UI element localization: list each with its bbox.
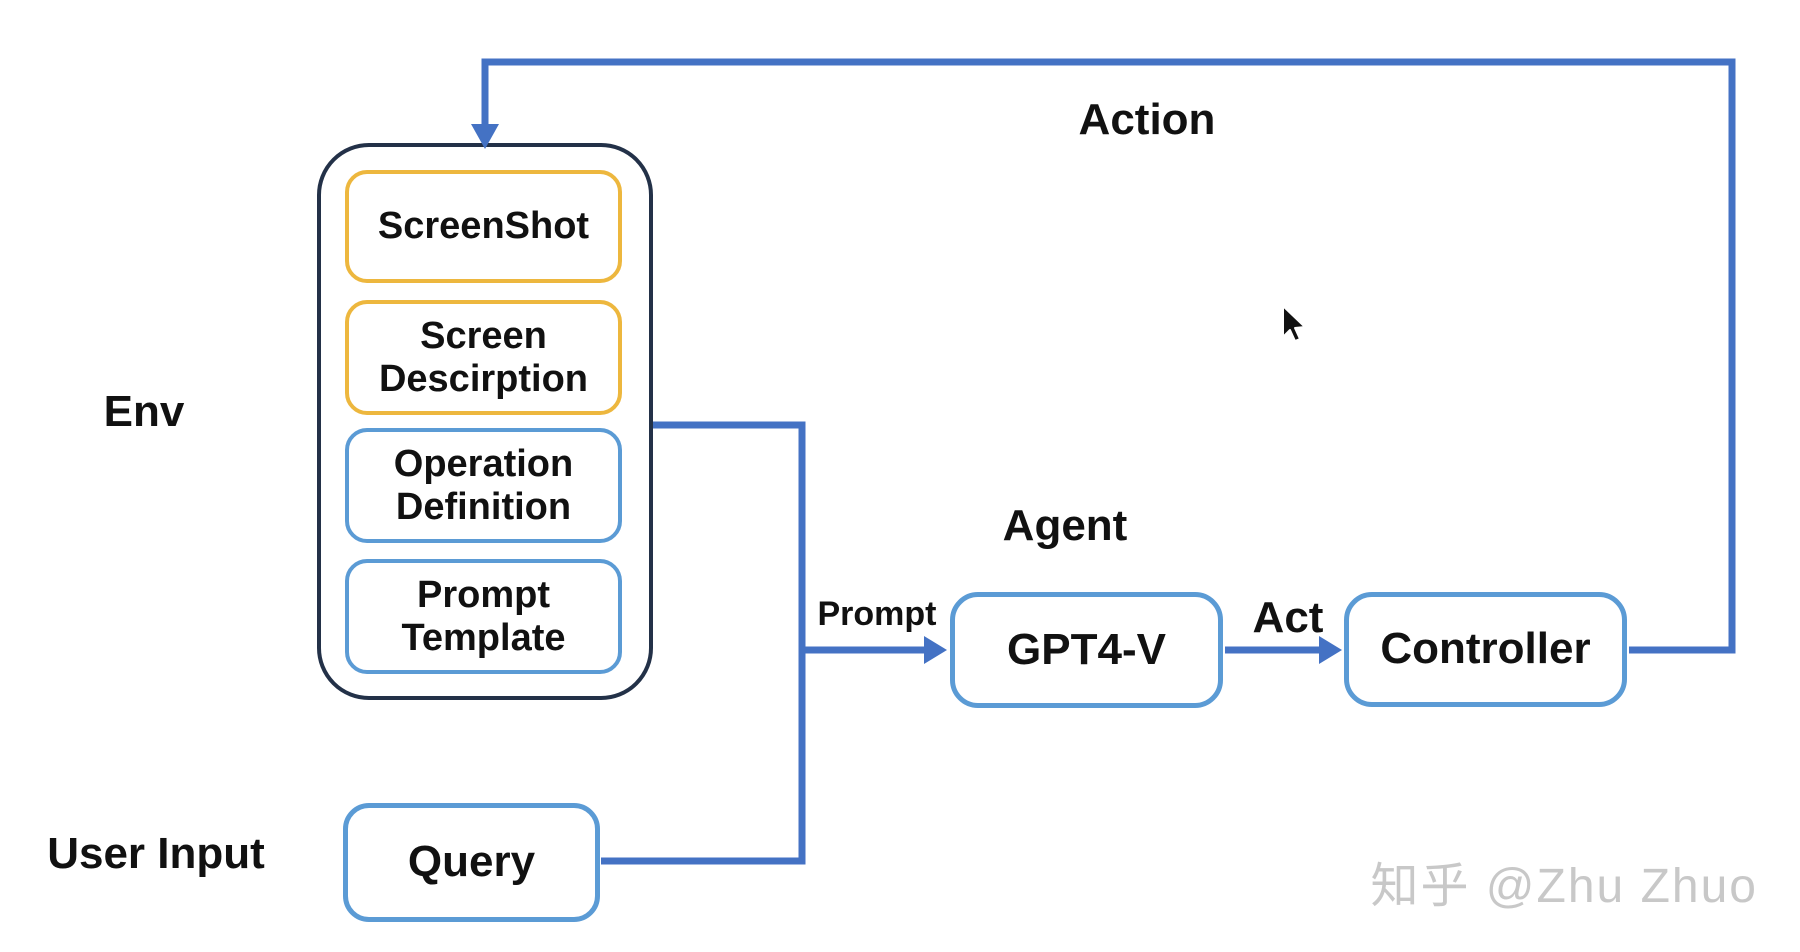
action-label: Action — [1078, 95, 1216, 144]
prompt-arrowhead-icon — [924, 636, 947, 664]
query-box: Query — [343, 803, 600, 922]
env-box-screen-description: Screen Descirption — [345, 300, 622, 415]
watermark: 知乎 @Zhu Zhuo — [1370, 860, 1758, 913]
controller-box: Controller — [1344, 592, 1627, 707]
env-box-prompt-template: Prompt Template — [345, 559, 622, 674]
prompt-label: Prompt — [817, 595, 937, 633]
user-input-label: User Input — [47, 829, 265, 878]
gpt4v-box: GPT4-V — [950, 592, 1223, 708]
env-box-screenshot: ScreenShot — [345, 170, 622, 283]
mouse-cursor-icon — [1282, 305, 1306, 342]
action-loop-line — [481, 58, 1736, 654]
env-box-operation-definition: Operation Definition — [345, 428, 622, 543]
agent-label: Agent — [1002, 501, 1128, 550]
act-label: Act — [1252, 593, 1324, 642]
env-label: Env — [103, 387, 185, 436]
